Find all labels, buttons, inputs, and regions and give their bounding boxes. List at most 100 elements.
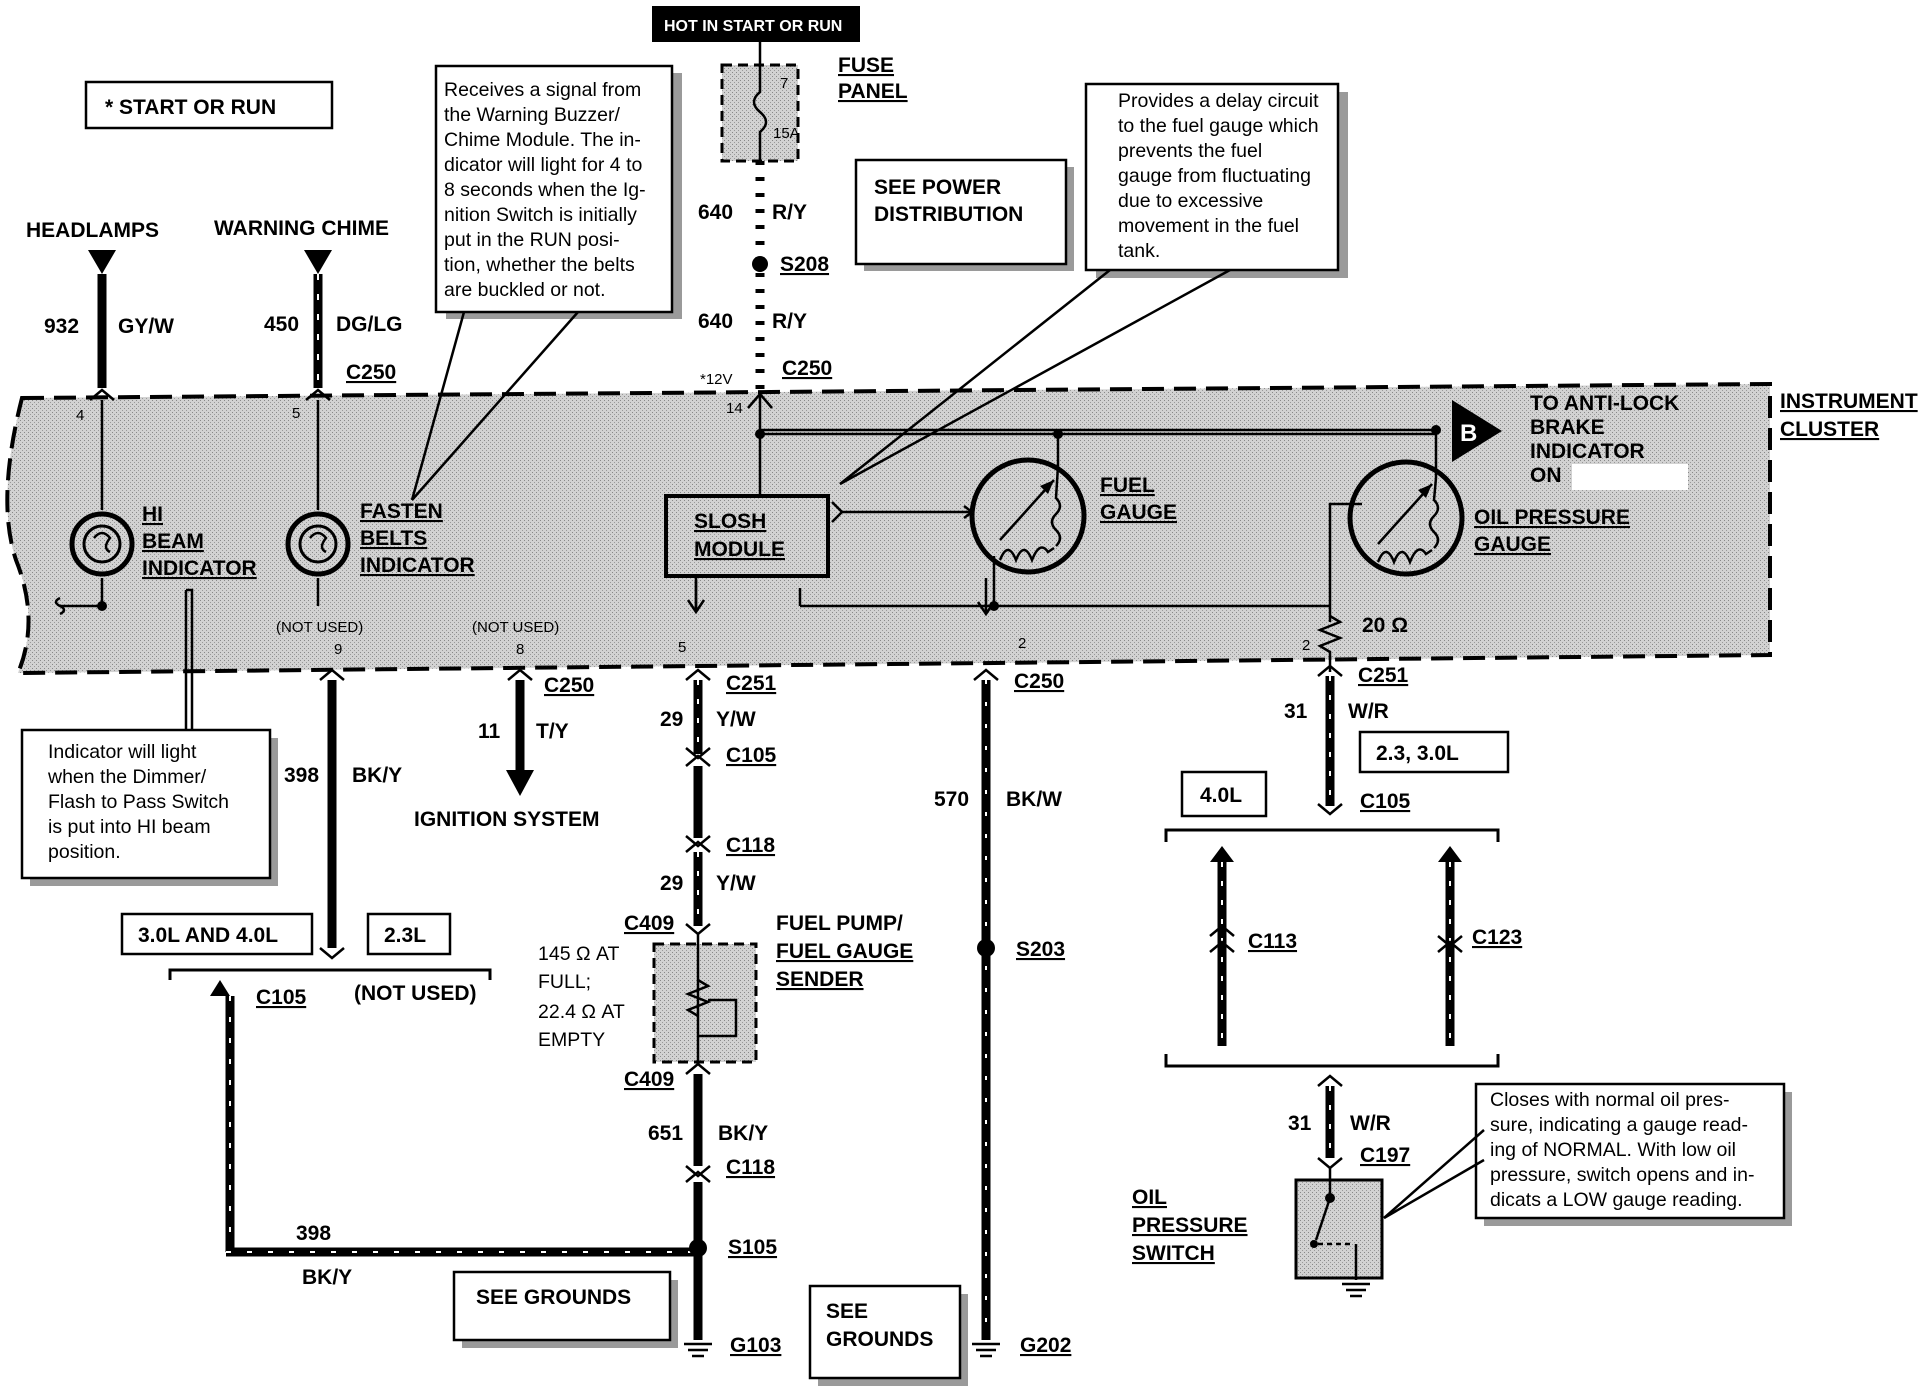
wire-398-color: BK/Y — [352, 764, 402, 787]
pin-14: 14 — [726, 400, 743, 417]
svg-text:is put into HI beam: is put into HI beam — [48, 816, 211, 838]
fuse-panel-label-1: FUSE — [838, 54, 894, 77]
oil-switch-icon — [1310, 1168, 1370, 1298]
wire-31a-color: W/R — [1348, 700, 1389, 723]
svg-text:Closes with normal oil pres-: Closes with normal oil pres- — [1490, 1089, 1730, 1111]
see-grounds-2b: GROUNDS — [826, 1328, 933, 1351]
wire-31b-color: W/R — [1350, 1112, 1391, 1135]
connector-c105-mid: C105 — [726, 744, 777, 767]
wire-570-color: BK/W — [1006, 788, 1062, 811]
svg-text:ing of NORMAL. With low oil: ing of NORMAL. With low oil — [1490, 1139, 1736, 1161]
fuse-icon — [752, 65, 768, 161]
hi-beam-label-2: BEAM — [142, 530, 204, 553]
wire-450-number: 450 — [264, 313, 299, 336]
belts-label-1: FASTEN — [360, 500, 443, 523]
wire-398b-number: 398 — [296, 1222, 331, 1245]
fuel-gauge-label-2: GAUGE — [1100, 501, 1177, 524]
abs-flag-icon — [1452, 400, 1502, 462]
svg-text:Provides a delay circuit: Provides a delay circuit — [1118, 90, 1319, 112]
fuse-amperage: 15A — [773, 125, 800, 142]
svg-text:dicats a LOW gauge reading.: dicats a LOW gauge reading. — [1490, 1189, 1743, 1211]
slosh-module-box — [664, 494, 830, 578]
wire-29a-color: Y/W — [716, 708, 756, 731]
resistor-icon — [1316, 614, 1344, 660]
svg-text:due to excessive: due to excessive — [1118, 190, 1263, 212]
svg-text:Chime Module. The in-: Chime Module. The in- — [444, 129, 641, 151]
legend-start-or-run: * START OR RUN — [105, 96, 276, 119]
wire-11-color: T/Y — [536, 720, 569, 743]
splice-s203-label: S203 — [1016, 938, 1065, 961]
sender-spec-3: 22.4 Ω AT — [538, 1001, 625, 1023]
option-3040-label: 3.0L AND 4.0L — [138, 924, 278, 947]
ground-g103-label: G103 — [730, 1334, 781, 1357]
belts-label-2: BELTS — [360, 527, 427, 550]
hibeam-note-box — [20, 728, 272, 880]
pin-5b: 5 — [678, 639, 686, 656]
abs-label-3: INDICATOR — [1530, 440, 1645, 463]
hot-label: HOT IN START OR RUN — [664, 18, 842, 35]
svg-text:dicator will light for 4 to: dicator will light for 4 to — [444, 154, 642, 176]
connector-c251-oil: C251 — [1358, 664, 1409, 687]
sender-spec-4: EMPTY — [538, 1029, 605, 1051]
svg-text:the Warning Buzzer/: the Warning Buzzer/ — [444, 104, 621, 126]
option-40-box — [1180, 770, 1268, 818]
chime-note-box — [434, 64, 674, 314]
fuse-panel-label-2: PANEL — [838, 80, 908, 103]
belts-label-3: INDICATOR — [360, 554, 475, 577]
wire-31b-number: 31 — [1288, 1112, 1312, 1135]
sender-title-3: SENDER — [776, 968, 864, 991]
abs-label-2: BRAKE — [1530, 416, 1605, 439]
wire-640a-number: 640 — [698, 201, 733, 224]
see-power-1: SEE POWER — [874, 176, 1001, 199]
cluster-title-2: CLUSTER — [1780, 418, 1879, 441]
oil-gauge-icon — [1347, 459, 1465, 577]
option-3040-box — [120, 912, 314, 956]
connector-c197: C197 — [1360, 1144, 1410, 1167]
option-40-label: 4.0L — [1200, 784, 1242, 807]
hi-beam-label-3: INDICATOR — [142, 557, 257, 580]
warning-chime-label: WARNING CHIME — [214, 217, 389, 240]
svg-text:to the fuel gauge which: to the fuel gauge which — [1118, 115, 1319, 137]
svg-text:position.: position. — [48, 841, 121, 863]
oil-switch-label-3: SWITCH — [1132, 1242, 1215, 1265]
see-power-box — [854, 158, 1068, 266]
option-23-box — [366, 912, 452, 956]
svg-text:put in the RUN posi-: put in the RUN posi- — [444, 229, 620, 251]
not-used-bottom: (NOT USED) — [354, 982, 477, 1005]
fuel-sender-resistor-icon — [684, 978, 712, 1018]
connector-c409-bot: C409 — [624, 1068, 674, 1091]
wire-932-color: GY/W — [118, 315, 174, 338]
svg-text:8 seconds when the Ig-: 8 seconds when the Ig- — [444, 179, 646, 201]
splice-s105 — [689, 1239, 707, 1257]
oil-note-box — [1474, 1082, 1786, 1220]
see-power-2: DISTRIBUTION — [874, 203, 1023, 226]
connector-c250-left: C250 — [346, 361, 396, 384]
connector-c105-right: C105 — [1360, 790, 1411, 813]
voltage-12v: *12V — [700, 371, 733, 388]
see-grounds-2a: SEE — [826, 1300, 868, 1323]
option-2330-label: 2.3, 3.0L — [1376, 742, 1459, 765]
connector-c250-ign: C250 — [544, 674, 594, 697]
fuel-gauge-label-1: FUEL — [1100, 474, 1155, 497]
svg-text:tion, whether the belts: tion, whether the belts — [444, 254, 635, 276]
ground-g103-icon — [684, 1342, 712, 1358]
legend-box — [84, 80, 334, 130]
ignition-arrow — [506, 770, 534, 796]
hi-beam-bulb-icon — [69, 511, 135, 577]
svg-text:sure, indicating a gauge read-: sure, indicating a gauge read- — [1490, 1114, 1748, 1136]
svg-text:when the Dimmer/: when the Dimmer/ — [47, 766, 207, 788]
wire-651-color: BK/Y — [718, 1122, 768, 1145]
splice-s208 — [752, 256, 768, 272]
connector-c123: C123 — [1472, 926, 1522, 949]
connector-c251-mid: C251 — [726, 672, 777, 695]
slosh-note-box — [1084, 82, 1340, 272]
wire-11-number: 11 — [478, 720, 501, 743]
ignition-system-label: IGNITION SYSTEM — [414, 808, 600, 831]
wire-29a-number: 29 — [660, 708, 683, 731]
svg-text:movement in the fuel: movement in the fuel — [1118, 215, 1299, 237]
wire-29b-color: Y/W — [716, 872, 756, 895]
wire-570-number: 570 — [934, 788, 969, 811]
wire-450-color: DG/LG — [336, 313, 403, 336]
headlamps-arrow — [88, 250, 116, 274]
